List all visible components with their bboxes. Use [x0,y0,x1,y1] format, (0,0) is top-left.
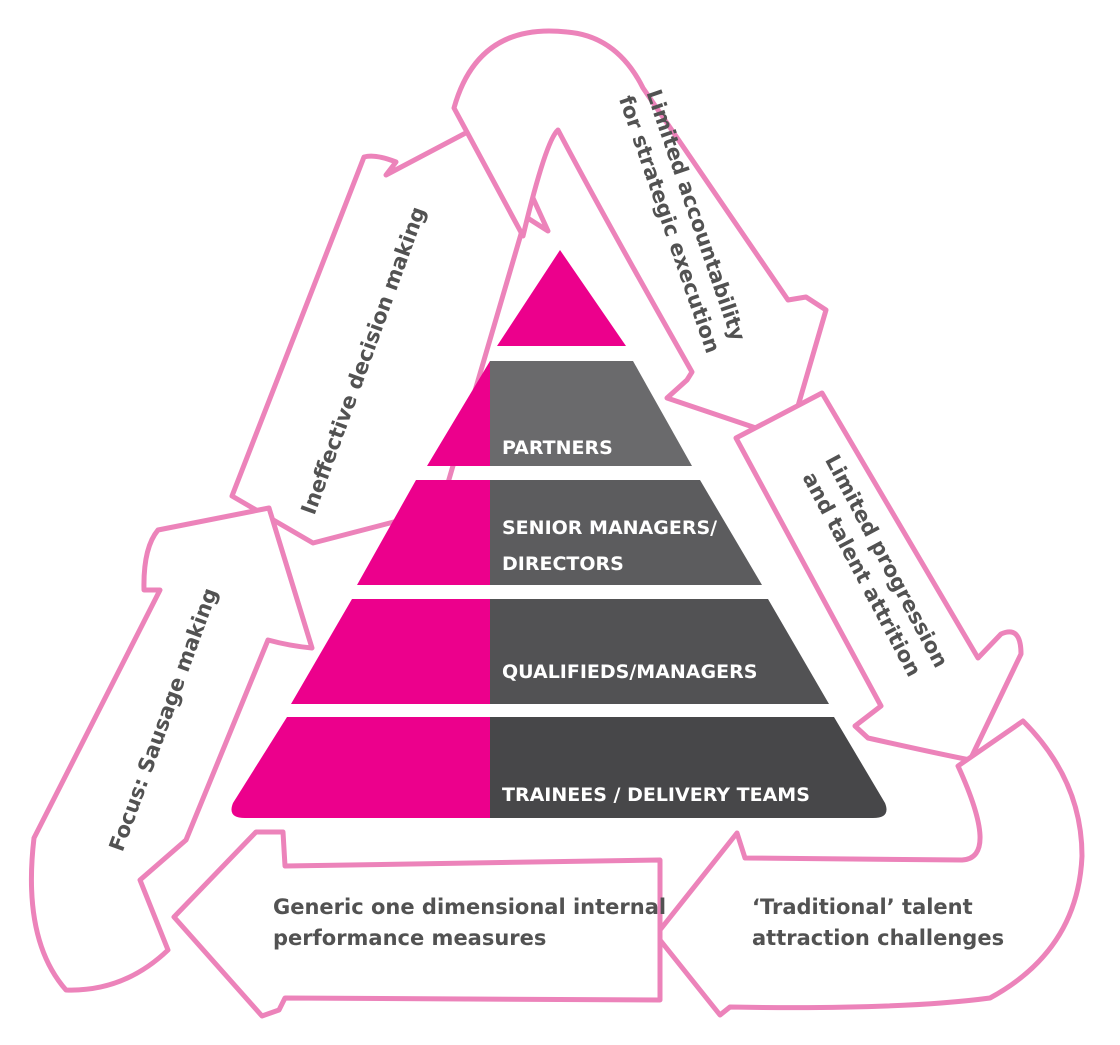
pyramid: PARTNERS SENIOR MANAGERS/ DIRECTORS QUAL… [231,250,887,818]
tier-label-partners: PARTNERS [502,437,613,459]
arrow-focus-sausage [28,505,315,993]
label-traditional-line1: ‘Traditional’ talent [752,895,973,919]
pyramid-tier-trainees-grey [490,717,887,818]
pyramid-tier-senior-magenta [357,480,490,585]
label-traditional-line2: attraction challenges [752,926,1004,950]
label-generic-line2: performance measures [273,926,546,950]
arrow-generic-measures [171,829,663,1019]
arrow-limited-progression [733,390,1024,763]
label-traditional-talent: ‘Traditional’ talent attraction challeng… [752,895,1004,950]
pyramid-tier-partners-grey [490,361,692,466]
tier-label-senior-line2: DIRECTORS [502,553,624,575]
tier-label-senior-line1: SENIOR MANAGERS/ [502,517,717,539]
pyramid-tier-apex [497,250,626,346]
label-generic-line1: Generic one dimensional internal [273,895,666,919]
tier-label-trainees: TRAINEES / DELIVERY TEAMS [502,784,810,806]
pyramid-tier-qualifieds-magenta [291,599,490,704]
arrow-traditional-talent [653,718,1085,1018]
label-generic-measures: Generic one dimensional internal perform… [273,895,666,950]
pyramid-tier-partners-magenta [427,361,490,466]
tier-label-qualifieds: QUALIFIEDS/MANAGERS [502,661,757,683]
pyramid-tier-senior-grey [490,480,762,585]
pyramid-tier-qualifieds-grey [490,599,829,704]
pyramid-tier-trainees-magenta [231,717,490,818]
